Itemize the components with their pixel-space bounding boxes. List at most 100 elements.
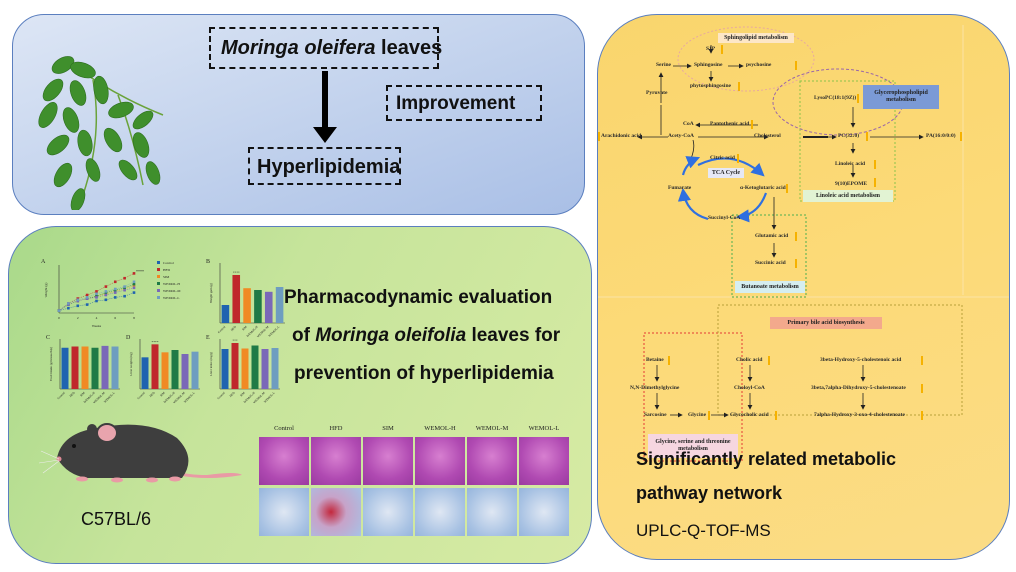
bar (101, 345, 109, 389)
bar-category-label: SIM (239, 391, 246, 398)
bar (151, 344, 159, 389)
metabolite-betaine: Betaine (646, 357, 664, 363)
chart-a-xlabel: Weeks (92, 324, 102, 328)
chart-a-legend-label: WEMOL-L (163, 296, 180, 300)
chart-a-point (123, 288, 126, 292)
oil-red-o-stain-image (259, 488, 309, 536)
he-stain-image (519, 437, 569, 485)
chart-a-annotation: **** (136, 269, 144, 274)
bar (231, 343, 239, 389)
he-stain-image (467, 437, 517, 485)
chart-a-legend-swatch (157, 289, 160, 292)
metabolite-oxo-cholestenoate: 7alpha-Hydroxy-3-oxo-4-cholestenoate (814, 412, 905, 418)
chart-a-point (132, 280, 136, 284)
chart-a-legend-swatch (157, 261, 160, 264)
chart-c-label: C (46, 335, 50, 341)
bar (251, 345, 259, 389)
source-label-rest: leaves (375, 37, 443, 59)
metabolite-serine: Serine (656, 62, 671, 68)
chart-a-point (132, 291, 136, 294)
bar-category-label: HFD (149, 390, 157, 398)
chart-a-label: A (41, 259, 46, 265)
bar (271, 348, 279, 389)
chart-a-legend-label: SIM (163, 275, 170, 279)
bar-category-label: SIM (79, 391, 86, 398)
bar (221, 305, 230, 323)
metabolite-glutamic-acid: Glutamic acid (755, 233, 789, 239)
right-title-line2: pathway network (636, 483, 783, 503)
bar (91, 347, 99, 389)
chart-a-point (76, 304, 80, 308)
metabolite-sarcosine: Sarcosine (644, 412, 667, 418)
bar (254, 290, 262, 323)
metabolite-pa: PA(16:0/0:0) (926, 133, 956, 139)
bar-category-label: WEMOL-L (183, 391, 196, 404)
source-label: Moringa oleifera leaves (221, 37, 442, 60)
bar (141, 357, 149, 389)
bar-category-label: WEMOL-L (103, 391, 116, 404)
metabolite-succinic-acid: Succinic acid (755, 260, 786, 266)
bar-annotation: *** (232, 339, 238, 343)
histology-label: HFD (329, 425, 343, 432)
metabolite-dimethylglycine: N,N-Dimethylglycine (630, 385, 680, 391)
metabolite-dihydroxy-cholestenoate: 3beta,7alpha-Dihydroxy-5-cholestenoate (811, 385, 906, 391)
chart-a-point (132, 282, 136, 286)
chart-a-legend-swatch (157, 268, 160, 271)
oil-red-o-stain-image (311, 488, 361, 536)
overview-panel: Moringa oleifera leaves Improvement Hype… (12, 14, 585, 215)
effect-label: Improvement (396, 93, 516, 114)
chart-a-point (104, 293, 108, 297)
histology-label: WEMOL-H (424, 425, 456, 432)
pathway-tca-cycle: TCA Cycle (708, 168, 744, 178)
chart-a-x-tick: 0 (58, 316, 60, 320)
pathway-linoleic-acid: Linoleic acid metabolism (803, 190, 893, 202)
title-line2-italic: Moringa oleifolia (315, 325, 467, 346)
chart-a-x-tick: 2 (77, 316, 79, 320)
chart-a-point (104, 285, 108, 288)
metabolite-pc: PC(32:0) (838, 133, 860, 139)
bar-category-label: HFD (230, 324, 238, 332)
chart-a-point (104, 298, 108, 302)
bar (81, 346, 89, 389)
bar-category-label: HFD (69, 390, 77, 398)
oil-red-o-stain-image (519, 488, 569, 536)
bar-category-label: HFD (229, 390, 237, 398)
metabolite-glycocholic-acid: Glycocholic acid (730, 412, 769, 418)
metabolite-coa: CoA (683, 121, 694, 127)
bar-annotation: **** (233, 271, 240, 275)
chart-a-legend-swatch (157, 296, 160, 299)
bar-ylabel: Liver weight (mg) (129, 352, 133, 375)
title-line2-pre: of (292, 325, 316, 346)
pathway-primary-bile-acid: Primary bile acid biosynthesis (770, 317, 882, 329)
bar (221, 349, 229, 389)
metabolite-arachidonic-acid: Arachidonic acid (601, 133, 642, 139)
metabolite-lysopc: LysoPC(18:1(9Z)) (814, 95, 857, 101)
bar-ylabel: Food intake (g/mouse/day) (49, 347, 53, 381)
chart-a-point (104, 290, 108, 293)
bar-category-label: SIM (241, 325, 248, 332)
chart-a-point (113, 291, 117, 294)
source-label-italic: Moringa oleifera (221, 37, 376, 59)
metabolite-choloyl-coa: Choloyl-CoA (734, 385, 765, 391)
metabolite-cholic-acid: Cholic acid (736, 357, 763, 363)
metabolite-fumarate: Fumarate (668, 185, 692, 191)
histology-label: WEMOL-L (528, 425, 560, 432)
chart-a-point (95, 296, 98, 299)
bar (71, 346, 79, 389)
bar (61, 347, 69, 389)
oil-red-o-stain-image (467, 488, 517, 536)
chart-a-point (132, 286, 136, 290)
bar-category-label: SIM (159, 391, 166, 398)
bar (264, 291, 273, 323)
chart-a-point (67, 306, 70, 310)
method-label: UPLC-Q-TOF-MS (636, 521, 771, 540)
bottom-title-line3: prevention of hyperlipidemia (294, 363, 554, 384)
bar-category-label: WEMOL-L (263, 391, 276, 404)
chart-a-point (95, 299, 98, 303)
bar (241, 348, 249, 389)
